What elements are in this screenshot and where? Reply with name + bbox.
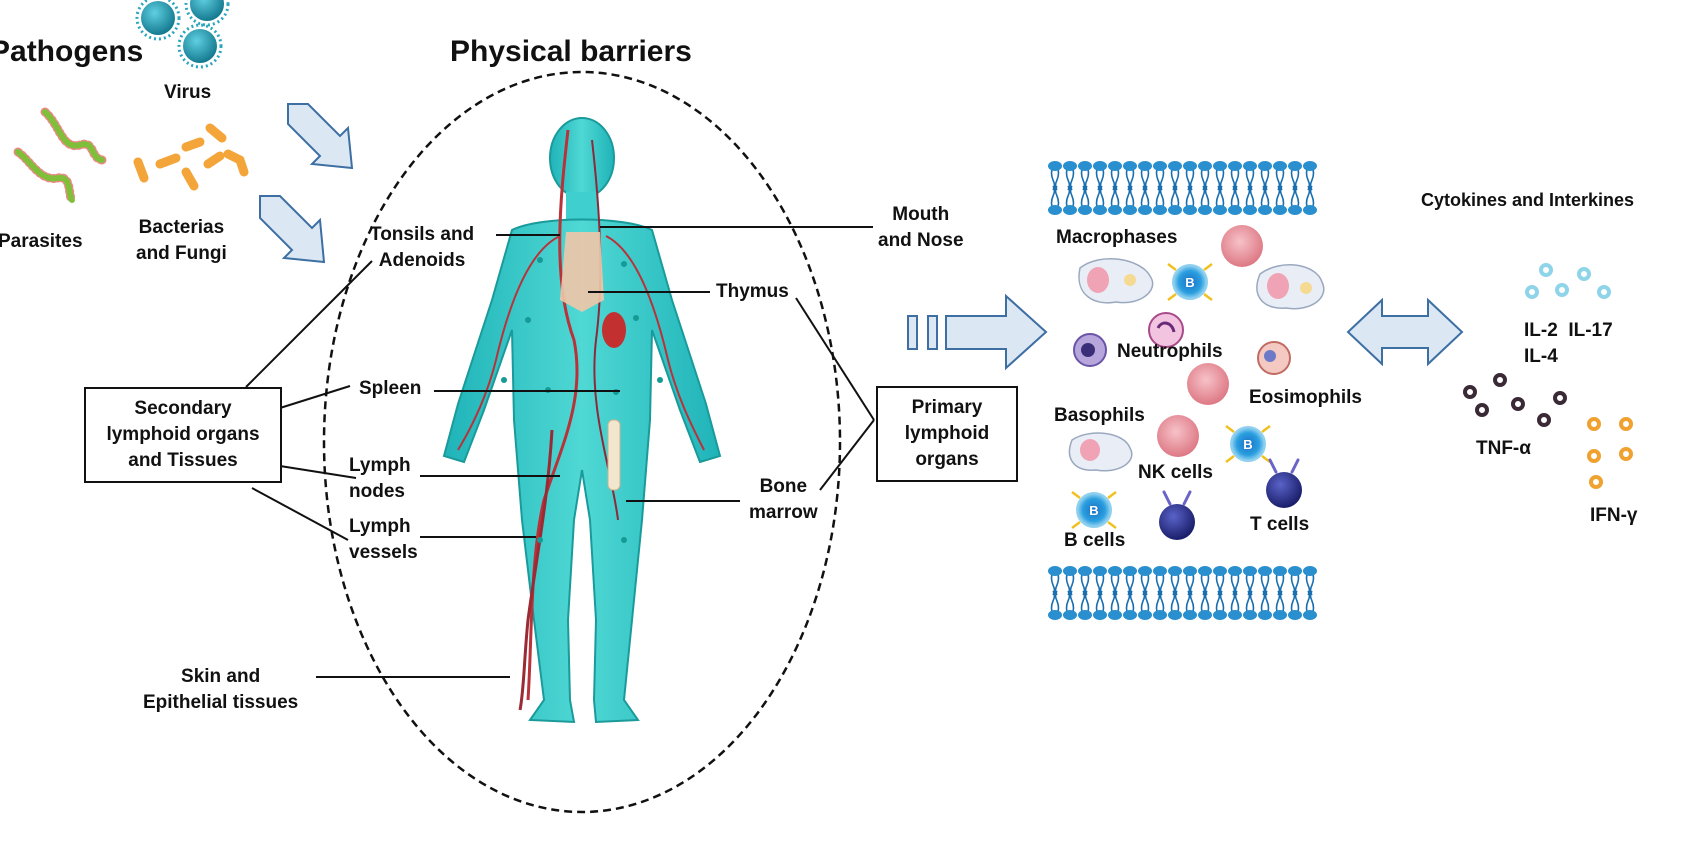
thymus-label: Thymus <box>716 281 789 302</box>
tnf-alpha-dots <box>1463 373 1567 427</box>
primary-line-2: lymphoid <box>904 423 990 444</box>
bacteria-icon <box>133 123 249 191</box>
il-cytokine-dots <box>1525 263 1611 299</box>
t-cells-label: T cells <box>1250 514 1310 535</box>
arrow-to-cells <box>907 293 1048 371</box>
bacteria-fungi-label: Bacterias and Fungi <box>136 215 227 267</box>
primary-lymphoid-box: Primary lymphoid organs <box>876 386 1018 482</box>
red-blood-cell-icon <box>1157 225 1263 457</box>
secondary-line-1: Secondary <box>134 398 232 419</box>
cell-membrane-bottom <box>1048 566 1317 620</box>
pathogens-title: Pathogens <box>0 35 144 68</box>
bone-marrow-line-2: marrow <box>749 502 818 523</box>
cell-membrane-top <box>1048 161 1317 215</box>
secondary-lymphoid-box: Secondary lymphoid organs and Tissues <box>84 387 282 483</box>
tonsils-line-1: Tonsils and <box>370 224 475 245</box>
double-arrow <box>1346 297 1464 367</box>
leader-lines <box>245 226 875 678</box>
arrow-pathogens-top <box>287 103 354 170</box>
physical-barriers-title: Physical barriers <box>450 35 692 68</box>
lymph-nodes-label: Lymph nodes <box>349 453 411 505</box>
neutrophil-icon <box>1073 312 1184 367</box>
mouth-nose-line-1: Mouth <box>892 204 950 225</box>
virus-label: Virus <box>164 82 212 103</box>
primary-line-1: Primary <box>911 397 983 418</box>
secondary-line-2: lymphoid organs <box>106 424 260 445</box>
lymph-nodes-line-2: nodes <box>349 481 405 502</box>
mouth-nose-line-2: and Nose <box>878 230 964 251</box>
basophils-label: Basophils <box>1054 405 1145 426</box>
secondary-line-3: and Tissues <box>128 450 238 471</box>
skin-line-1: Skin and <box>181 666 261 687</box>
lymph-vessels-label: Lymph vessels <box>349 514 418 566</box>
ifn-gamma-label: IFN-γ <box>1590 505 1638 526</box>
il4-label: IL-4 <box>1524 346 1558 367</box>
b-cells-label: B cells <box>1064 530 1126 551</box>
spleen-label: Spleen <box>359 378 422 399</box>
virus-icon <box>135 0 230 69</box>
eosinophil-icon <box>1257 341 1291 375</box>
b-cell-icon: B B B <box>1071 263 1271 529</box>
macrophage-icon <box>1068 257 1325 472</box>
b-cell-marker: B <box>1089 503 1098 518</box>
cytokines-title: Cytokines and Interkines <box>1421 190 1635 210</box>
t-cell-icon <box>1159 458 1302 540</box>
bacteria-fungi-line-1: Bacterias <box>138 217 225 238</box>
skin-epithelial-label: Skin and Epithelial tissues <box>143 664 298 716</box>
b-cell-marker: B <box>1185 275 1194 290</box>
physical-barrier-oval <box>322 70 842 814</box>
il2-il17-label: IL-2 IL-17 <box>1524 320 1613 341</box>
mouth-nose-label: Mouth and Nose <box>878 202 964 254</box>
arrow-pathogens-bottom <box>259 195 326 264</box>
tnf-alpha-label: TNF-α <box>1476 438 1531 459</box>
macrophases-label: Macrophases <box>1056 227 1178 248</box>
parasites-label: Parasites <box>0 231 83 252</box>
bone-marrow-label: Bone marrow <box>749 474 818 526</box>
lymph-nodes-line-1: Lymph <box>349 455 411 476</box>
nk-cells-label: NK cells <box>1138 462 1213 483</box>
tonsils-line-2: Adenoids <box>378 250 466 271</box>
tonsils-adenoids-label: Tonsils and Adenoids <box>370 222 474 274</box>
lymph-vessels-line-2: vessels <box>349 542 418 563</box>
neutrophils-label: Neutrophils <box>1117 341 1223 362</box>
b-cell-marker: B <box>1243 437 1252 452</box>
primary-line-3: organs <box>915 449 979 470</box>
human-body-figure <box>442 117 722 724</box>
bacteria-fungi-line-2: and Fungi <box>136 243 227 264</box>
eosimophils-label: Eosimophils <box>1249 387 1362 408</box>
bone-marrow-line-1: Bone <box>759 476 808 497</box>
lymph-vessels-line-1: Lymph <box>349 516 411 537</box>
parasite-icon <box>13 107 107 205</box>
ifn-gamma-dots <box>1587 417 1633 489</box>
skin-line-2: Epithelial tissues <box>143 692 299 713</box>
